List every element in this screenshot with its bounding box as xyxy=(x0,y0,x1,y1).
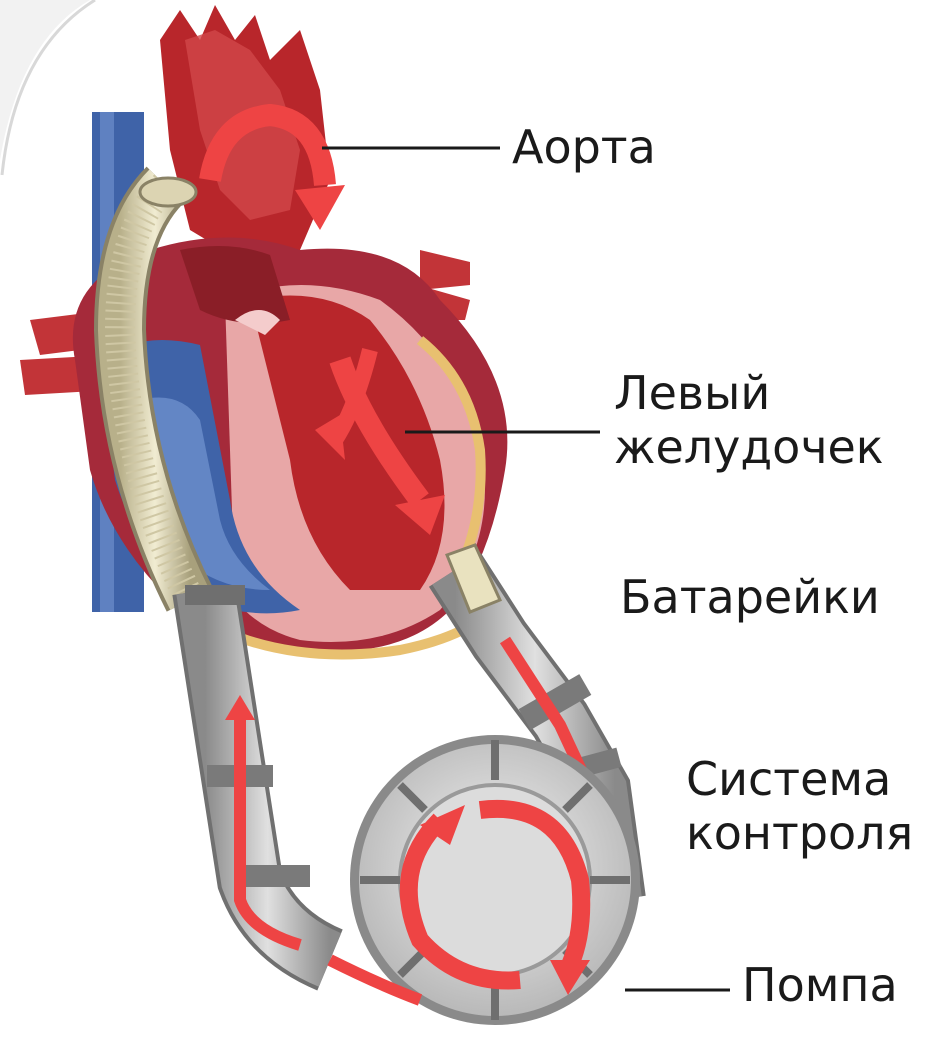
label-left-ventricle-line2: желудочек xyxy=(614,420,884,474)
label-pump: Помпа xyxy=(742,958,898,1012)
label-control-system: Система контроля xyxy=(686,752,913,860)
pump-device xyxy=(330,735,640,1025)
label-control-line2: контроля xyxy=(686,806,913,860)
label-aorta: Аорта xyxy=(512,120,656,174)
label-control-line1: Система xyxy=(686,752,913,806)
corner-decoration xyxy=(0,0,90,160)
label-left-ventricle-line1: Левый xyxy=(614,366,884,420)
label-batteries: Батарейки xyxy=(620,570,880,624)
label-left-ventricle: Левый желудочек xyxy=(614,366,884,474)
